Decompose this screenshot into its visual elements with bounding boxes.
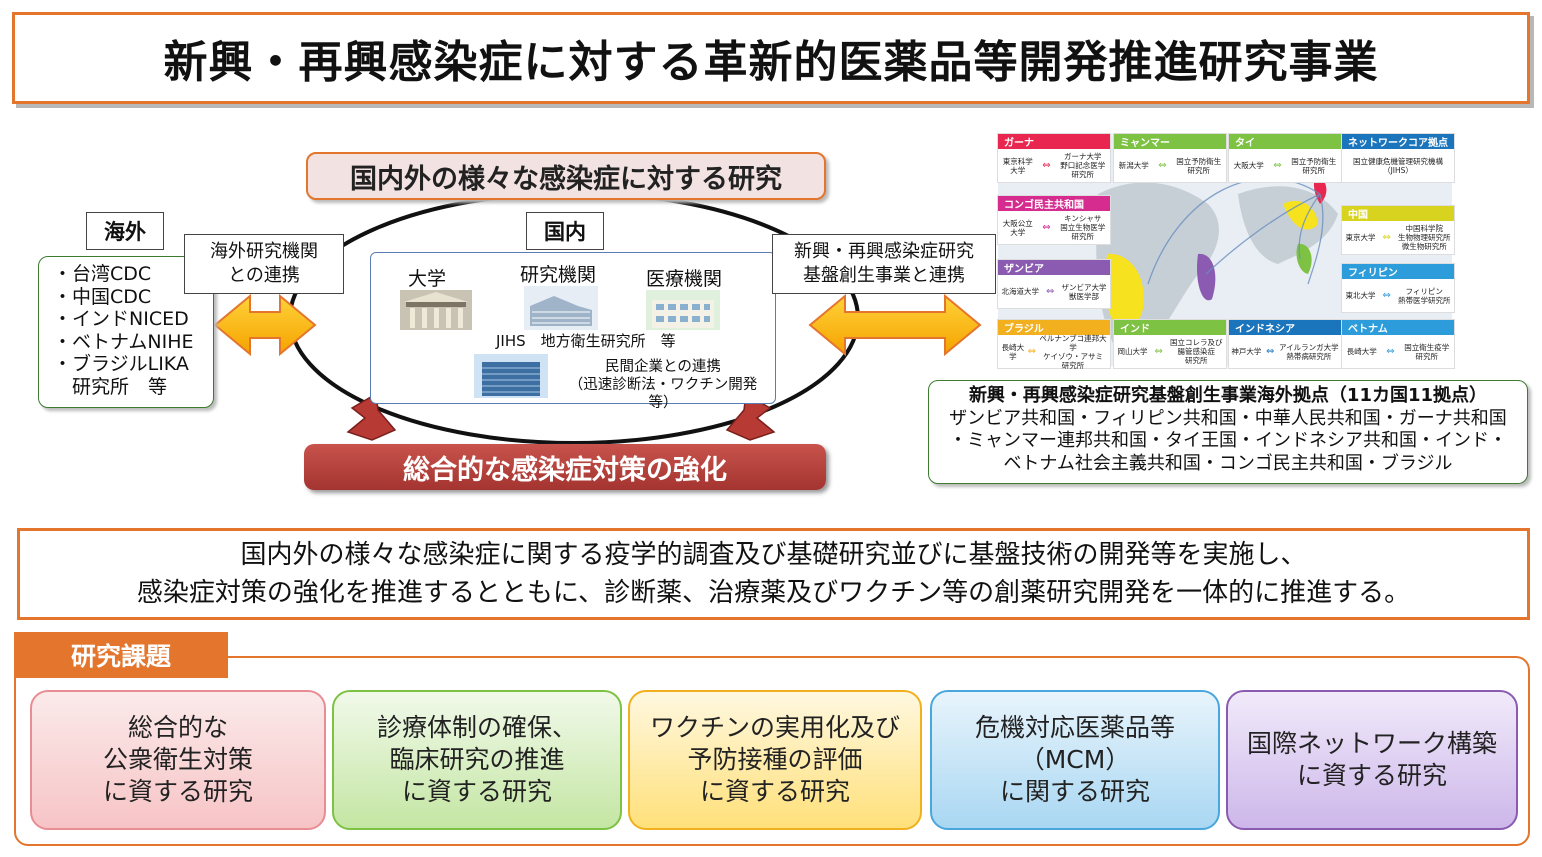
list-item: 研究所 等 bbox=[53, 375, 168, 398]
page-title: 新興・再興感染症に対する革新的医薬品等開発推進研究事業 bbox=[12, 12, 1530, 104]
country-card-brazil: ブラジル 長崎大学⇔ペルナンブコ連邦大学ケイゾウ・アサミ研究所 bbox=[998, 320, 1110, 370]
partner-label: 新興・再興感染症研究 基盤創生事業と連携 bbox=[772, 234, 996, 294]
list-item: ・ブラジルLIKA bbox=[53, 353, 189, 375]
outcome-banner: 総合的な感染症対策の強化 bbox=[304, 444, 826, 490]
overseas-list: ・台湾CDC ・中国CDC ・インドNICED ・ベトナムNIHE ・ブラジルL… bbox=[38, 256, 214, 408]
domestic-label: 国内 bbox=[526, 212, 604, 250]
list-item: ・台湾CDC bbox=[53, 263, 152, 285]
institute-building-icon bbox=[524, 286, 598, 330]
overseas-base-summary: 新興・再興感染症研究基盤創生事業海外拠点（11カ国11拠点） ザンビア共和国・フ… bbox=[928, 380, 1528, 484]
overseas-label: 海外 bbox=[86, 212, 164, 250]
country-card-indonesia: インドネシア 神戸大学⇔アイルランガ大学熱帯病研究所 bbox=[1229, 320, 1341, 368]
list-item: ・中国CDC bbox=[53, 285, 152, 308]
country-card-vietnam: ベトナム 長崎大学⇔国立衛生疫学研究所 bbox=[1342, 320, 1454, 368]
university-building-icon bbox=[400, 290, 472, 330]
research-themes-label: 研究課題 bbox=[14, 632, 228, 678]
list-item: ・ベトナムNIHE bbox=[53, 330, 194, 353]
country-card-ghana: ガーナ 東京科学大学⇔ガーナ大学野口記念医学研究所 bbox=[998, 134, 1110, 182]
country-card-india: インド 岡山大学⇔国立コレラ及び腸管感染症研究所 bbox=[1114, 320, 1226, 368]
theme-vaccine: ワクチンの実用化及び 予防接種の評価 に資する研究 bbox=[628, 690, 922, 830]
theme-clinical: 診療体制の確保、 臨床研究の推進 に資する研究 bbox=[332, 690, 622, 830]
country-card-china: 中国 東京大学⇔中国科学院生物物理研究所微生物研究所 bbox=[1342, 206, 1454, 254]
left-double-arrow bbox=[213, 293, 317, 357]
country-card-zambia: ザンビア 北海道大学⇔ザンビア大学獣医学部 bbox=[998, 260, 1110, 308]
medical-label: 医療機関 bbox=[646, 268, 723, 290]
theme-mcm: 危機対応医薬品等 （MCM） に関する研究 bbox=[930, 690, 1220, 830]
theme-network: 国際ネットワーク構築 に資する研究 bbox=[1226, 690, 1518, 830]
country-card-philippines: フィリピン 東北大学⇔フィリピン熱帯医学研究所 bbox=[1342, 264, 1454, 312]
hospital-building-icon bbox=[646, 290, 720, 330]
country-card-thailand: タイ 大阪大学⇔国立予防衛生研究所 bbox=[1229, 134, 1341, 182]
country-card-myanmar: ミャンマー 新潟大学⇔国立予防衛生研究所 bbox=[1114, 134, 1226, 182]
list-item: ・インドNICED bbox=[53, 308, 189, 330]
country-card-congo: コンゴ民主共和国 大阪公立大学⇔キンシャサ国立生物医学研究所 bbox=[998, 196, 1110, 244]
private-collab-label: 民間企業との連携 （迅速診断法・ワクチン開発等） bbox=[568, 359, 758, 411]
company-building-icon bbox=[474, 354, 548, 398]
theme-public-health: 総合的な 公衆衛生対策 に資する研究 bbox=[30, 690, 326, 830]
research-banner: 国内外の様々な感染症に対する研究 bbox=[306, 152, 826, 200]
right-double-arrow bbox=[808, 293, 982, 357]
country-card-network-core: ネットワークコア拠点 国立健康危機管理研究機構（JIHS） bbox=[1342, 134, 1454, 182]
university-label: 大学 bbox=[408, 268, 447, 290]
overseas-link-label: 海外研究機関 との連携 bbox=[184, 234, 344, 294]
mission-statement: 国内外の様々な感染症に関する疫学的調査及び基礎研究並びに基盤技術の開発等を実施し… bbox=[17, 528, 1530, 620]
overseas-base-map: ガーナ 東京科学大学⇔ガーナ大学野口記念医学研究所 ミャンマー 新潟大学⇔国立予… bbox=[998, 134, 1454, 370]
institute-label: 研究機関 bbox=[520, 264, 597, 286]
jihs-label: JIHS 地方衛生研究所 等 bbox=[496, 332, 676, 350]
